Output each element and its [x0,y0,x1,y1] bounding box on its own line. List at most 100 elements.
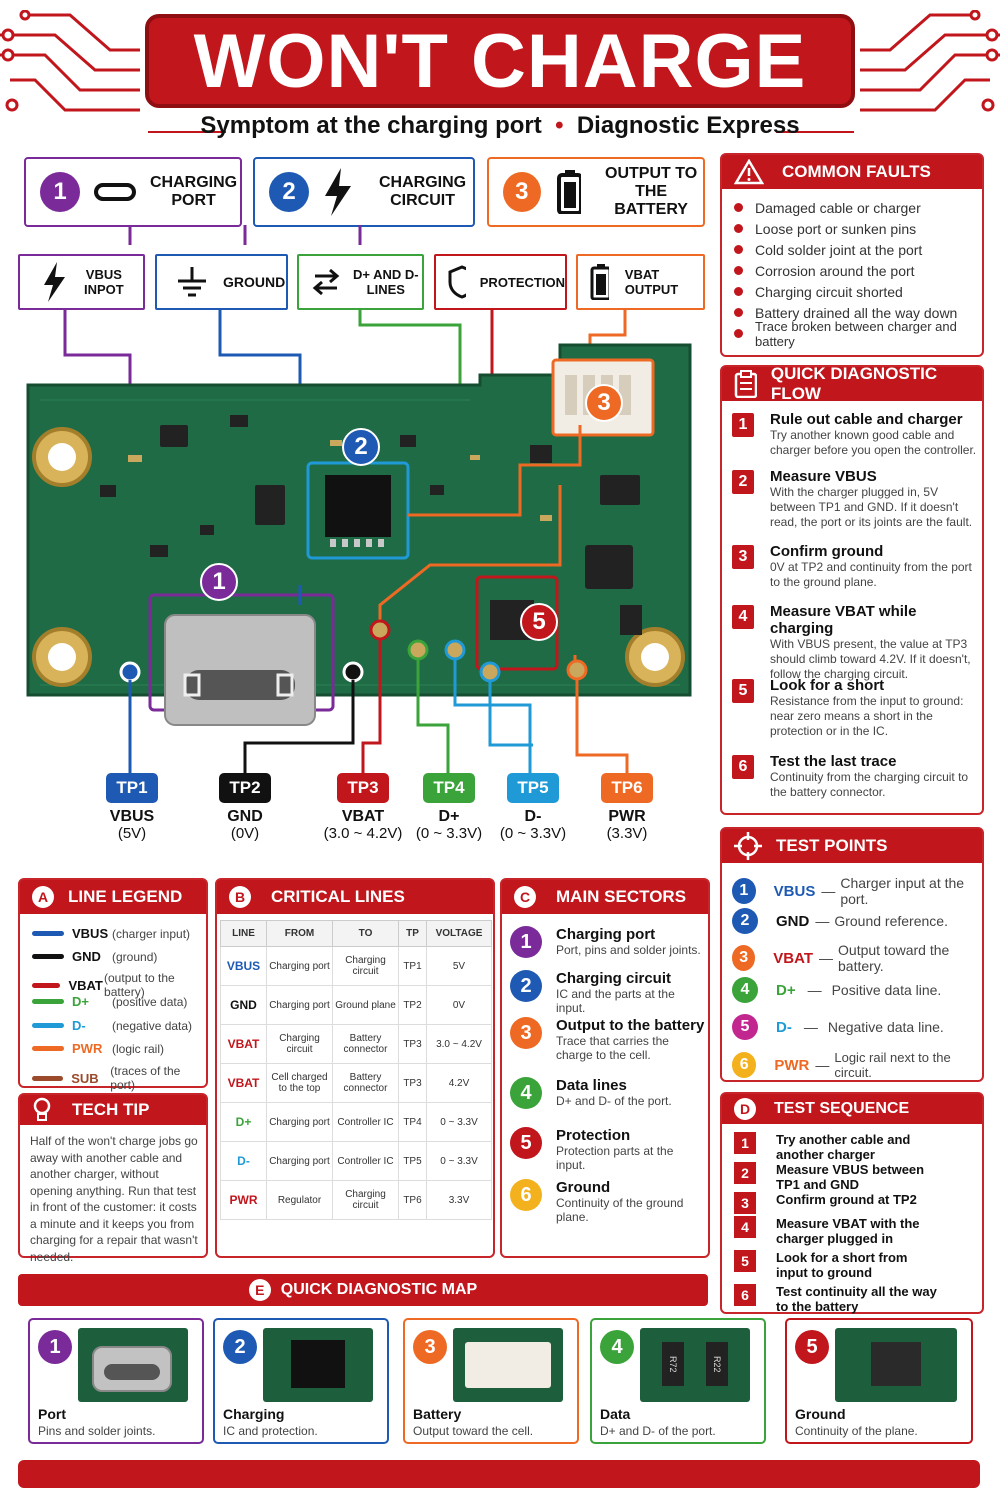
line-legend-title: LINE LEGEND [68,887,183,906]
tp1-label: VBUS(5V) [82,808,182,842]
map-card-title: Ground [795,1406,846,1422]
tp2-label: GND(0V) [195,808,295,842]
quick-flow-title: QUICK DIAGNOSTIC FLOW [770,364,938,403]
seq-line-1: Look for a short from [776,1250,908,1265]
subtitle-left: Symptom at the charging port [200,112,542,139]
seq-number: 4 [734,1216,756,1238]
sector-desc: D+ and D- of the port. [556,1094,672,1108]
test-sequence-title: TEST SEQUENCE [774,1100,910,1117]
tp6-label: PWR(3.3V) [577,808,677,842]
map-card-desc: Output toward the cell. [413,1424,534,1438]
cell-line: VBAT [220,1024,267,1064]
tp-name: PWR [774,1056,810,1074]
lightning-icon [44,262,65,302]
col-header: LINE [220,920,267,947]
connector-thumbnail [453,1328,563,1402]
tp-sep: — [821,883,836,899]
usb-port-thumbnail [78,1328,188,1402]
cell-to: Battery connector [332,1063,399,1103]
map-card-charging: 2 Charging IC and protection. [213,1318,389,1444]
subcat-label-2: LINES [366,282,405,297]
tp4-badge: TP4 [423,773,475,803]
category-label-1: CHARGING [379,174,467,191]
map-card-desc: IC and protection. [223,1424,318,1438]
tp-range: (0 ~ 3.3V) [415,825,483,842]
critical-lines-header: B CRITICAL LINES [217,880,493,914]
map-card-number: 3 [413,1330,447,1364]
cell-to: Charging circuit [332,946,399,986]
subtitle: Symptom at the charging port • Diagnosti… [0,112,1000,140]
table-header-row: LINE FROM TO TP VOLTAGE [220,920,492,947]
tp-sep: — [819,950,834,966]
tp-desc: Positive data line. [831,982,942,998]
tp-range: (3.3V) [606,825,648,842]
subcat-ground: GROUND [155,254,288,310]
test-points-header: TEST POINTS [722,829,982,863]
tp-name: VBAT [773,949,814,967]
legend-desc: (ground) [112,949,158,964]
fault-item: Trace broken between charger and battery [734,319,972,349]
subtitle-dot: • [548,112,571,139]
map-card-number: 2 [223,1330,257,1364]
cell-voltage: 3.0 ~ 4.2V [426,1024,492,1064]
category-output-battery: 3 OUTPUT TO THE BATTERY [487,157,705,227]
map-card-number: 4 [600,1330,634,1364]
legend-desc: (negative data) [112,1018,193,1033]
cell-tp: TP3 [398,1063,427,1103]
tp-desc: Negative data line. [827,1019,944,1035]
step-desc: Resistance from the input to ground: nea… [770,694,964,738]
legend-item: VBAT(output to the battery) [32,971,206,999]
test-sequence-header: D TEST SEQUENCE [722,1094,982,1124]
lightning-icon [325,168,351,216]
cell-line: VBAT [220,1063,267,1103]
legend-swatch [32,1023,64,1028]
category-number: 3 [503,172,541,212]
tech-tip-title: TECH TIP [72,1100,150,1119]
sector-desc: IC and the parts at the input. [556,987,675,1015]
cell-to: Battery connector [332,1024,399,1064]
fault-item: Damaged cable or charger [734,197,972,218]
tp-number: 1 [732,878,756,904]
cell-line: D+ [220,1102,267,1142]
arrows-icon [312,268,340,296]
sector-number: 4 [510,1077,542,1109]
sector-title: Charging port [556,926,656,943]
map-card-data: 4 R72 R22 Data D+ and D- of the port. [590,1318,766,1444]
sector-number: 1 [510,926,542,958]
legend-swatch [32,1046,64,1051]
legend-item: D+(positive data) [32,994,187,1009]
tech-tip-text: Half of the won't charge jobs go away wi… [30,1134,198,1264]
legend-name: VBUS [72,926,109,941]
board-marker-circuit: 2 [342,428,380,466]
cell-from: Regulator [266,1180,333,1220]
col-header: VOLTAGE [426,920,492,947]
cell-tp: TP6 [398,1180,427,1220]
legend-name: D+ [72,994,89,1009]
legend-desc: (output to the battery) [104,971,175,999]
fault-item: Cold solder joint at the port [734,239,972,260]
section-letter: B [229,886,251,908]
sector-desc: Continuity of the ground plane. [556,1196,684,1224]
tp-name: VBUS [109,808,155,825]
step-title: Test the last trace [770,753,897,770]
title-banner: WON'T CHARGE [145,14,855,108]
seq-number: 6 [734,1284,756,1306]
legend-name: GND [72,949,101,964]
cell-voltage: 4.2V [426,1063,492,1103]
ground-icon [178,267,206,297]
legend-swatch [32,999,64,1004]
legend-name: VBAT [68,977,103,993]
